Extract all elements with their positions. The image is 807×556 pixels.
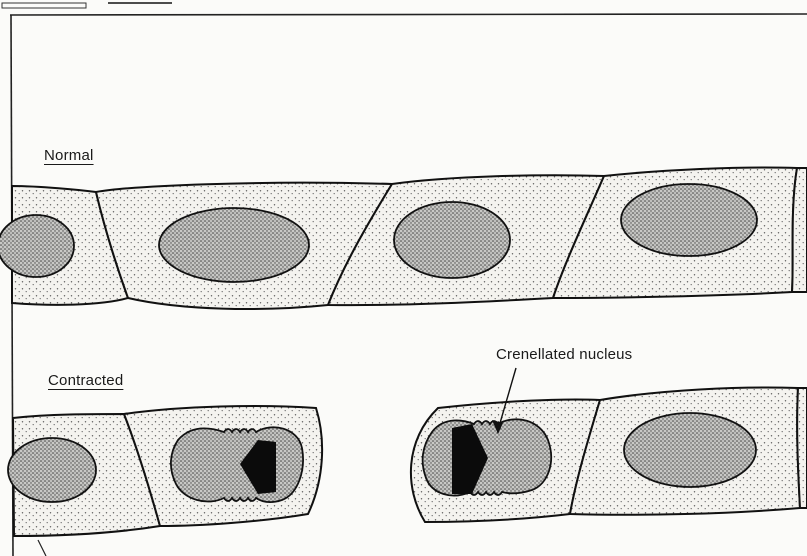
normal-nucleus-3 xyxy=(394,202,510,278)
normal-nucleus-2 xyxy=(159,208,309,282)
bottom-tick xyxy=(38,540,46,556)
normal-cell-row xyxy=(0,167,807,309)
header-mark xyxy=(2,3,172,8)
contracted-cell-5 xyxy=(797,388,807,508)
normal-nucleus-1 xyxy=(0,215,74,277)
contracted-label: Contracted xyxy=(48,372,123,389)
contracted-cell-row xyxy=(8,388,807,537)
crenellated-nucleus-left xyxy=(171,427,303,502)
crenellated-nucleus-label: Crenellated nucleus xyxy=(496,346,632,363)
normal-label: Normal xyxy=(44,147,94,164)
normal-cell-5 xyxy=(792,168,807,292)
contracted-nucleus-1 xyxy=(8,438,96,502)
contracted-nucleus-4 xyxy=(624,413,756,487)
normal-nucleus-4 xyxy=(621,184,757,256)
frame-top-line xyxy=(10,14,807,15)
